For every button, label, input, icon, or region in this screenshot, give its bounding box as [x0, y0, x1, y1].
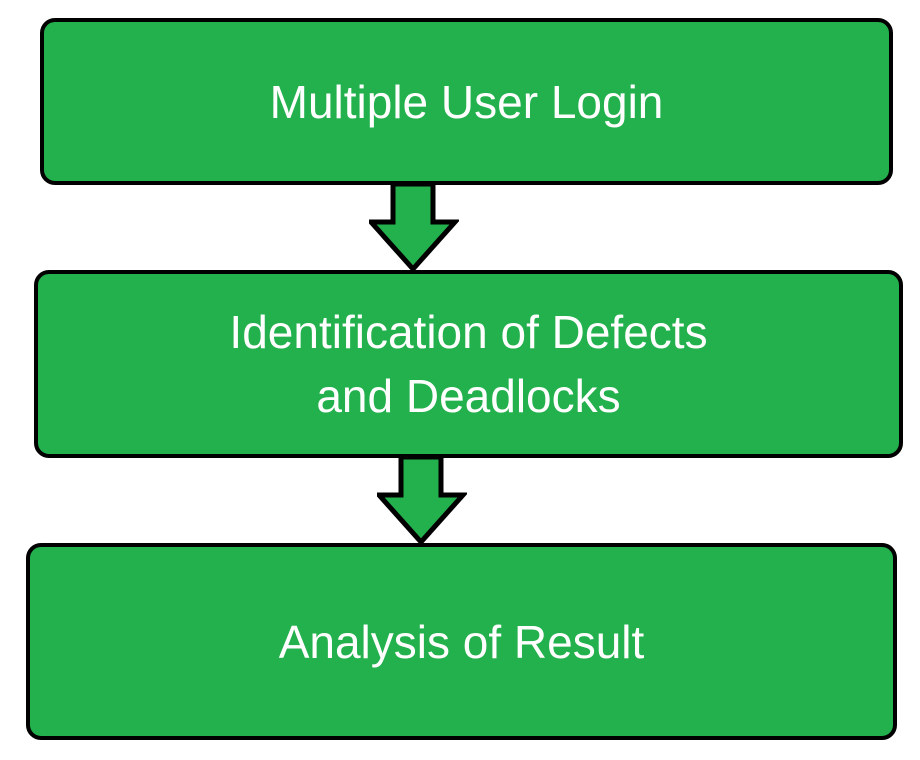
node-label-line-2: and Deadlocks: [316, 370, 621, 422]
node-label: Analysis of Result: [278, 615, 645, 668]
flowchart-node-identification-of-defects-and-deadlocks: Identification of Defects and Deadlocks: [34, 270, 903, 458]
flowchart-node-multiple-user-login: Multiple User Login: [40, 18, 893, 185]
down-arrow-connector-2: [377, 454, 467, 546]
down-arrow-icon: [369, 181, 459, 273]
down-arrow-connector-1: [369, 181, 459, 273]
node-label: Multiple User Login: [269, 75, 664, 128]
node-label-line-1: Identification of Defects: [229, 306, 708, 358]
flowchart-node-analysis-of-result: Analysis of Result: [26, 543, 897, 740]
down-arrow-icon: [377, 454, 467, 546]
